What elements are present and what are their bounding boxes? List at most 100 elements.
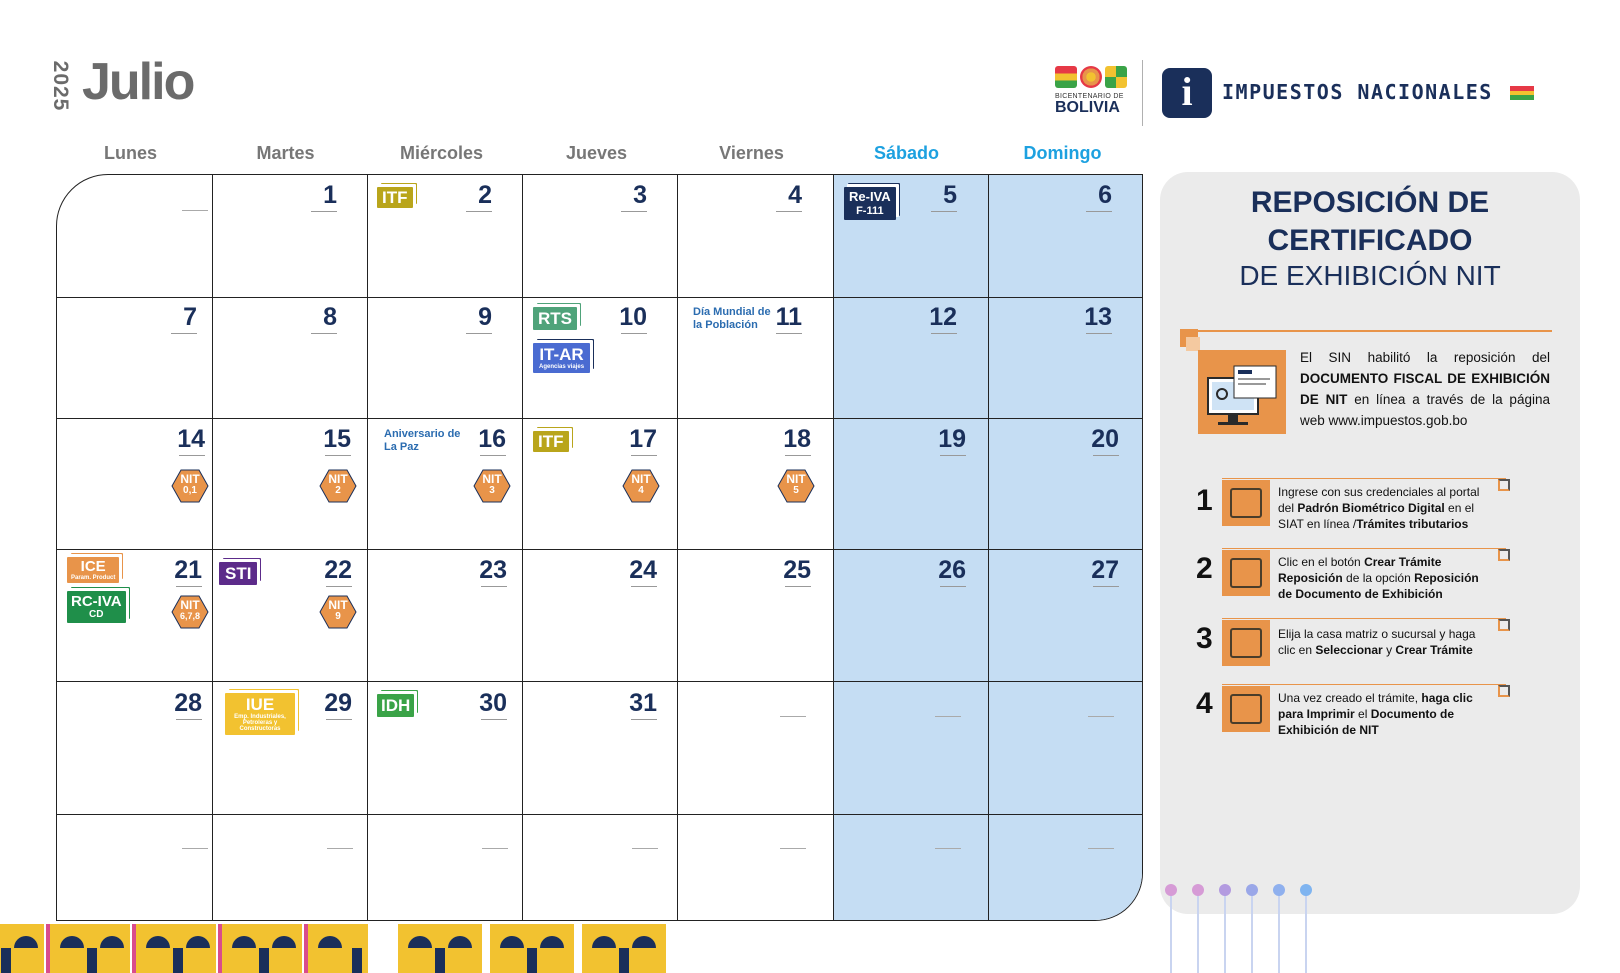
grid-col-line: [833, 175, 834, 920]
day-7[interactable]: 7: [157, 303, 197, 334]
impuestos-logo-icon: i: [1162, 68, 1212, 118]
badge-iue-sub1: Emp. Industriales,: [234, 714, 286, 720]
day-18[interactable]: 18: [771, 425, 811, 456]
bicentenario-logo: BICENTENARIO DE BOLIVIA: [1055, 66, 1145, 126]
day-6[interactable]: 6: [1072, 181, 1112, 212]
day-24[interactable]: 24: [617, 556, 657, 587]
grid-row-line: [57, 681, 1142, 682]
day-30[interactable]: 30: [467, 689, 507, 720]
day-17[interactable]: 17: [617, 425, 657, 456]
empty-day-dash: [182, 848, 208, 849]
panel-title-line2: CERTIFICADO: [1267, 224, 1473, 257]
day-12[interactable]: 12: [917, 303, 957, 334]
bicentenario-mark-2: [1080, 66, 1102, 88]
step-1-number: 1: [1196, 484, 1213, 517]
empty-day-dash: [780, 716, 806, 717]
grid-col-line: [522, 175, 523, 920]
hexagon-icon: [319, 595, 357, 629]
day-20[interactable]: 20: [1079, 425, 1119, 456]
day-31[interactable]: 31: [617, 689, 657, 720]
empty-day-dash: [935, 848, 961, 849]
printer-icon: [1222, 686, 1270, 732]
day-28[interactable]: 28: [162, 689, 202, 720]
bicentenario-mark-3: [1105, 66, 1127, 88]
decorative-line: [1305, 894, 1307, 973]
day-5[interactable]: 5: [917, 181, 957, 212]
hexagon-icon: [622, 469, 660, 503]
badge-sti[interactable]: STI: [219, 562, 258, 585]
day-15[interactable]: 15: [311, 425, 351, 456]
day-26[interactable]: 26: [926, 556, 966, 587]
decorative-dot: [1165, 884, 1177, 896]
empty-day-dash: [632, 848, 658, 849]
badge-itf[interactable]: ITF: [377, 187, 413, 208]
day-10[interactable]: 10: [607, 303, 647, 334]
step-4-text: Una vez creado el trámite, haga clic par…: [1278, 691, 1473, 737]
day-4[interactable]: 4: [762, 181, 802, 212]
day-29[interactable]: 29: [312, 689, 352, 720]
empty-day-dash: [327, 848, 353, 849]
badge-it-ar-sub: Agencias viajes: [539, 364, 585, 370]
empty-day-dash: [182, 210, 208, 211]
event-line: Aniversario de: [384, 428, 461, 440]
step-2-text: Clic en el botón Crear Trámite Reposició…: [1278, 555, 1479, 601]
badge-itf[interactable]: ITF: [533, 431, 569, 452]
event-line: la Población: [693, 319, 758, 331]
badge-ice[interactable]: ICE Param. Product: [67, 557, 120, 583]
select-branch-icon: [1222, 620, 1270, 666]
bicentenario-mark-1: [1055, 66, 1077, 88]
day-13[interactable]: 13: [1072, 303, 1112, 334]
monitor-certificate-icon: [1198, 350, 1286, 434]
day-27[interactable]: 27: [1079, 556, 1119, 587]
badge-ice-label: ICE: [80, 558, 106, 575]
grid-col-line: [367, 175, 368, 920]
decorative-square: [1498, 549, 1510, 561]
step-3-number: 3: [1196, 622, 1213, 655]
logo-separator: [1142, 60, 1143, 126]
badge-iue[interactable]: IUE Emp. Industriales, Petroleras y Cons…: [225, 693, 295, 735]
day-14[interactable]: 14: [165, 425, 205, 456]
badge-idh[interactable]: IDH: [377, 694, 415, 717]
day-22[interactable]: 22: [312, 556, 352, 587]
day-2[interactable]: 2: [452, 181, 492, 212]
grid-col-line: [677, 175, 678, 920]
day-3[interactable]: 3: [607, 181, 647, 212]
month-title: Julio: [82, 53, 195, 111]
decorative-square: [1498, 619, 1510, 631]
day-19[interactable]: 19: [926, 425, 966, 456]
step-1-text: Ingrese con sus credenciales al portal d…: [1278, 485, 1480, 531]
day-25[interactable]: 25: [771, 556, 811, 587]
day-11[interactable]: 11: [762, 303, 802, 334]
badge-rts[interactable]: RTS: [533, 307, 577, 330]
decorative-dot: [1219, 884, 1231, 896]
day-1[interactable]: 1: [297, 181, 337, 212]
pattern-tile: [490, 924, 574, 973]
step-divider: [1222, 618, 1506, 619]
day-23[interactable]: 23: [467, 556, 507, 587]
grid-col-line: [988, 175, 989, 920]
empty-day-dash: [780, 848, 806, 849]
bicentenario-small-text: BICENTENARIO DE: [1055, 93, 1124, 100]
decorative-dot: [1300, 884, 1312, 896]
event-aniversario-la-paz: Aniversario de La Paz: [384, 428, 460, 454]
day-8[interactable]: 8: [297, 303, 337, 334]
day-16[interactable]: 16: [466, 425, 506, 456]
day-9[interactable]: 9: [452, 303, 492, 334]
badge-rc-iva[interactable]: RC-IVA CD: [67, 591, 126, 623]
badge-it-ar[interactable]: IT-AR Agencias viajes: [533, 343, 591, 373]
decorative-line: [1251, 894, 1253, 973]
day-21[interactable]: 21: [162, 556, 202, 587]
badge-re-iva[interactable]: Re-IVA F-111: [844, 187, 896, 220]
